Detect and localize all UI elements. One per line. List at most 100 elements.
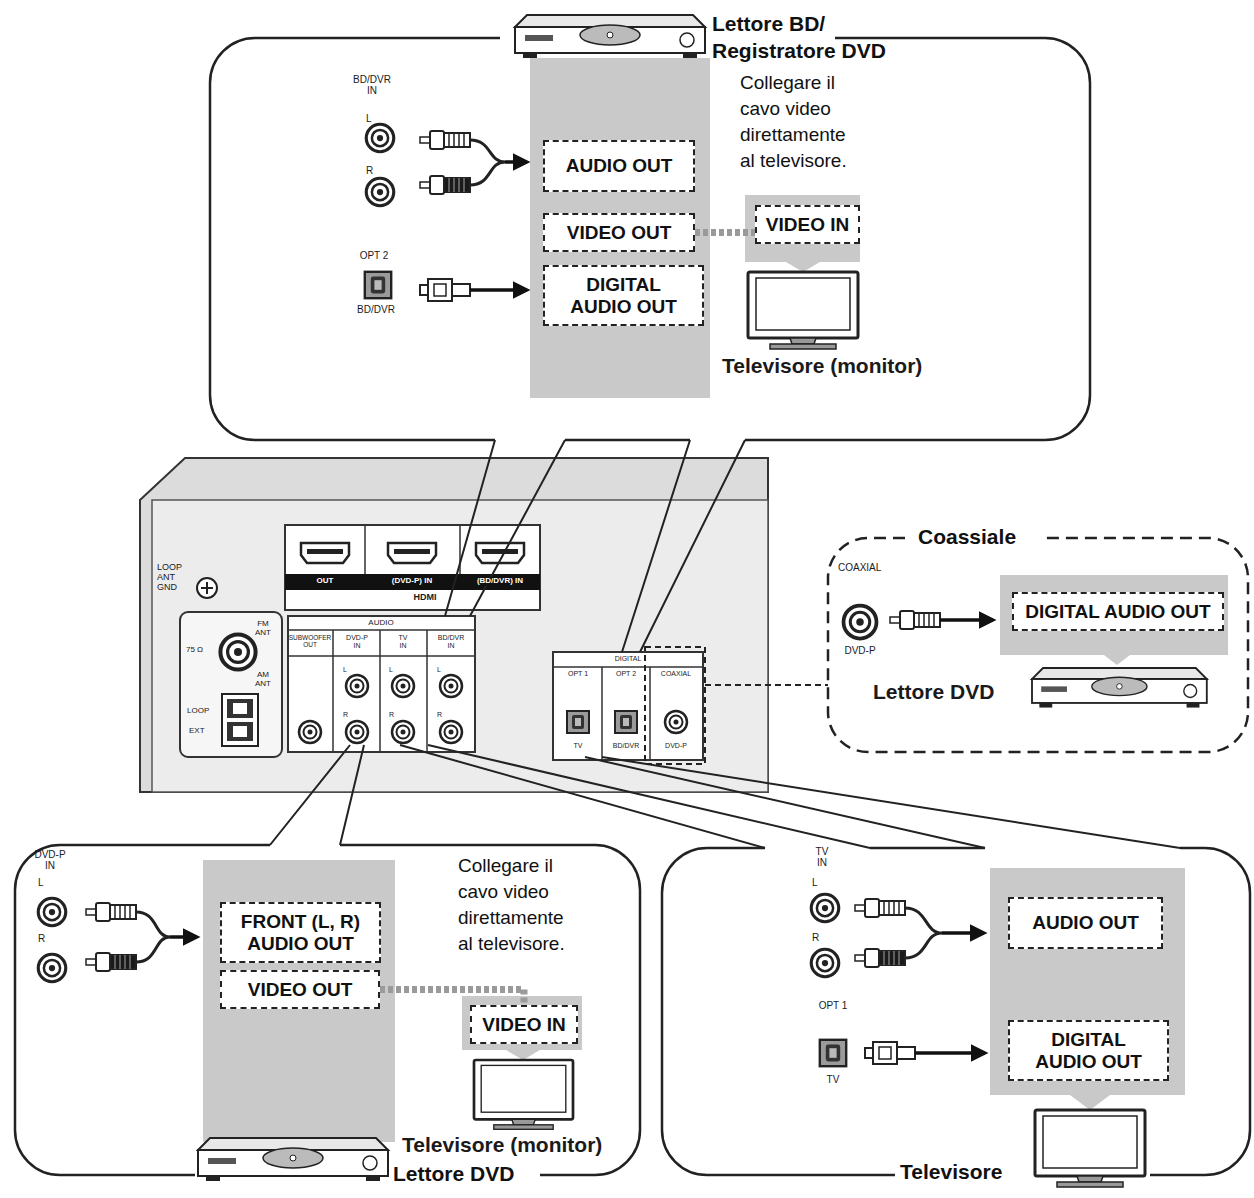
rca-plug — [420, 131, 470, 149]
hdmi-block — [285, 525, 540, 610]
ground-screw — [201, 582, 213, 594]
port-box: AUDIO OUT — [543, 140, 695, 192]
coaxial-highlight — [645, 647, 705, 764]
digital-block — [553, 652, 703, 760]
am-terminal — [233, 703, 247, 714]
bd-recorder-icon — [515, 15, 705, 58]
rca-jack — [811, 949, 839, 977]
cable — [905, 908, 942, 958]
jack-label: BD/DVR IN — [436, 634, 466, 649]
port-box: VIDEO OUT — [543, 213, 695, 252]
hdmi-label: OUT — [316, 577, 335, 586]
am-terminal — [227, 722, 253, 741]
rca-jack — [392, 721, 414, 743]
port-box: DIGITAL AUDIO OUT — [1008, 1020, 1169, 1081]
audio-block — [288, 616, 475, 752]
rca-jack — [346, 675, 368, 697]
rca-jack — [392, 675, 414, 697]
cable-arrow — [470, 288, 527, 292]
cable — [470, 140, 505, 185]
am-terminal — [227, 699, 253, 718]
rca-jack — [299, 721, 321, 743]
cable-arrow — [940, 618, 993, 622]
device-band — [1000, 575, 1228, 665]
hdmi-port — [301, 543, 524, 563]
antenna-block — [180, 612, 282, 757]
rca-jack — [440, 675, 462, 697]
terminal-label: LOOP ANT GND — [157, 563, 187, 593]
port-name: AUDIO OUT — [566, 155, 673, 177]
channel-label: R — [389, 711, 394, 719]
jack-label: OPT 2 — [616, 670, 636, 678]
callout-outline — [662, 848, 1250, 1175]
dvd-player-icon — [198, 1138, 388, 1181]
optical-plug — [865, 1042, 915, 1064]
callout-bubble: DIGITAL AUDIO OUTCoassiale — [828, 538, 1248, 752]
terminal-label: FM ANT — [251, 620, 275, 638]
tv-band — [462, 996, 582, 1060]
coaxial-leader — [705, 684, 828, 686]
jack-label: SUBWOOFER OUT — [288, 634, 333, 648]
port-box: DIGITAL AUDIO OUT — [1012, 592, 1224, 631]
rca-plug — [420, 176, 470, 194]
terminal-label: 75 Ω — [186, 646, 203, 655]
jack-label: DVD-P — [665, 742, 687, 750]
tv-icon — [1035, 1110, 1145, 1187]
hdmi-port — [307, 549, 518, 554]
tv-band — [745, 195, 860, 272]
port-name: AUDIO OUT — [1032, 912, 1139, 934]
tv-icon — [748, 272, 858, 349]
ground-screw — [197, 578, 217, 598]
rear-panel — [152, 500, 768, 792]
callout-pointer — [400, 745, 1180, 848]
callout-outline — [15, 845, 640, 1175]
port-name: VIDEO OUT — [248, 979, 353, 1001]
optical-jack — [365, 272, 391, 298]
receiver-housing — [140, 458, 768, 792]
optical-jack — [820, 1040, 846, 1066]
device-band — [530, 58, 710, 398]
callout-bubble: AUDIO OUTDIGITAL AUDIO OUTTelevisore — [662, 848, 1250, 1175]
hdmi-logo: HDMI — [414, 593, 437, 603]
rca-jack — [366, 178, 394, 206]
fm-antenna-jack — [220, 634, 255, 669]
am-terminal — [233, 726, 247, 737]
cable-arrow — [170, 935, 197, 939]
am-terminal — [222, 694, 258, 746]
callout-outline — [210, 38, 1090, 440]
channel-label: L — [812, 877, 818, 888]
terminal-label: EXT — [189, 727, 205, 736]
cable-arrow — [942, 931, 984, 935]
port-box: FRONT (L, R) AUDIO OUT — [220, 902, 381, 963]
channel-label: R — [38, 933, 45, 944]
callout-bubble: AUDIO OUTVIDEO OUTDIGITAL AUDIO OUTVIDEO… — [210, 38, 1090, 440]
port-box: VIDEO IN — [755, 205, 860, 244]
channel-label: R — [812, 932, 819, 943]
rca-plug — [855, 949, 905, 967]
port-name: DIGITAL AUDIO OUT — [1019, 1029, 1159, 1073]
terminal-label: LOOP — [187, 707, 209, 716]
tv-icon — [474, 1060, 573, 1129]
callout-heading: Coassiale — [918, 523, 1016, 550]
port-name: FRONT (L, R) AUDIO OUT — [231, 911, 371, 955]
jack-label: TV — [827, 1074, 840, 1085]
hdmi-label: (BD/DVR) IN — [476, 577, 524, 586]
jack-label: OPT 2 — [360, 250, 389, 261]
note-text: Collegare il cavo video direttamente al … — [458, 853, 583, 957]
channel-label: R — [437, 711, 442, 719]
section-label: AUDIO — [368, 619, 393, 628]
rca-plug — [855, 899, 905, 917]
audio-grid — [288, 630, 475, 752]
device-label: Televisore (monitor) — [402, 1133, 602, 1156]
channel-label: L — [343, 666, 347, 674]
jack-label: OPT 1 — [568, 670, 588, 678]
jack-label: COAXIAL — [661, 670, 691, 678]
rca-jack — [440, 721, 462, 743]
device-heading: Televisore — [900, 1158, 1002, 1185]
port-box: AUDIO OUT — [1008, 897, 1163, 949]
channel-label: L — [38, 877, 44, 888]
terminal-label: AM ANT — [251, 671, 275, 689]
channel-label: R — [343, 711, 348, 719]
jack-label: TV IN — [812, 846, 832, 868]
